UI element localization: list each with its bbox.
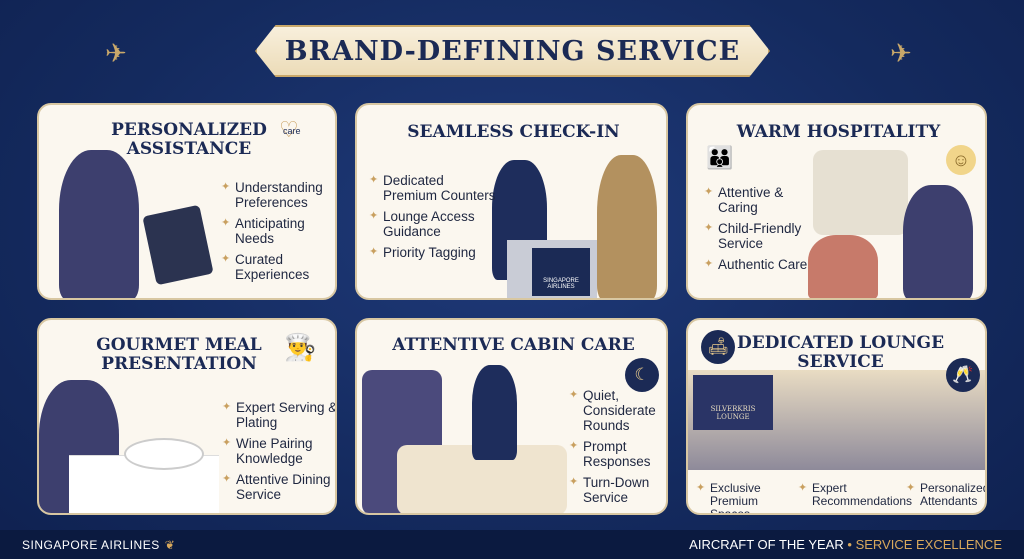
bullet-list: Understanding PreferencesAnticipating Ne… (221, 180, 335, 288)
bullet-list: Dedicated Premium CountersLounge Access … (369, 173, 499, 266)
logo-text: SINGAPORE AIRLINES (22, 537, 160, 552)
bullet: Attentive Dining Service (222, 472, 335, 502)
bullet: Authentic Care (704, 257, 814, 272)
card-personalized-assistance: PERSONALIZED ASSISTANCE ♡care Understand… (37, 103, 337, 300)
smiley-icon: ☺ (946, 145, 976, 175)
care-badge: care (283, 126, 301, 136)
bullet: Lounge Access Guidance (369, 209, 499, 239)
card-title: ATTENTIVE CABIN CARE (392, 335, 635, 355)
bullet: Prompt Responses (569, 439, 666, 469)
card-seamless-check-in: SEAMLESS CHECK-IN Dedicated Premium Coun… (355, 103, 668, 300)
sofa-icon: 🛋 (701, 330, 735, 364)
bullet: Dedicated Premium Counters (369, 173, 499, 203)
family-icon: 👪 (706, 145, 734, 170)
family-illustration (808, 235, 878, 298)
bullet: Priority Tagging (369, 245, 499, 260)
airline-logo: SINGAPORE AIRLINES ❦ (22, 538, 175, 552)
card-title: SEAMLESS CHECK-IN (407, 122, 620, 142)
tagline-right: SERVICE EXCELLENCE (855, 537, 1002, 552)
tablet-illustration (142, 204, 214, 286)
airplane-icon: ✈ (890, 38, 912, 68)
card-title: DEDICATED LOUNGE SERVICE (736, 333, 945, 372)
card-cabin-care: ATTENTIVE CABIN CARE ☾ Quiet, Considerat… (355, 318, 668, 515)
bullet: Turn-Down Service (569, 475, 666, 505)
card-warm-hospitality: WARM HOSPITALITY 👪 ☺ Attentive & CaringC… (686, 103, 987, 300)
bullet: Personalized Attendants (906, 482, 985, 508)
tagline: AIRCRAFT OF THE YEAR • SERVICE EXCELLENC… (689, 537, 1002, 552)
tagline-separator: • (847, 537, 852, 552)
bullet-list: Attentive & CaringChild-Friendly Service… (704, 185, 814, 278)
bullet-list: Exclusive Premium Spaces (696, 482, 791, 514)
card-title: WARM HOSPITALITY (736, 122, 941, 142)
bullet: Understanding Preferences (221, 180, 335, 210)
attendant-illustration (903, 185, 973, 298)
bullet-list: Quiet, Considerate RoundsPrompt Response… (569, 388, 666, 511)
passenger-illustration (597, 155, 657, 298)
bullet-list: Expert Recommendations (798, 482, 912, 513)
cabin-window-illustration (813, 150, 908, 235)
moon-icon: ☾ (625, 358, 659, 392)
chef-icon: 👨‍🍳 (284, 332, 317, 362)
card-gourmet-meal: GOURMET MEAL PRESENTATION 👨‍🍳 Expert Ser… (37, 318, 337, 515)
bullet: Expert Serving & Plating (222, 400, 335, 430)
page-title: BRAND-DEFINING SERVICE (284, 35, 741, 67)
card-title: GOURMET MEAL PRESENTATION (96, 335, 262, 374)
attendant-illustration (472, 365, 517, 460)
lounge-illustration: SILVERKRIS LOUNGE (688, 370, 985, 470)
bullet: Exclusive Premium Spaces (696, 482, 791, 514)
card-lounge-service: SILVERKRIS LOUNGE 🛋 DEDICATED LOUNGE SER… (686, 318, 987, 515)
bullet: Expert Recommendations (798, 482, 912, 508)
bullet: Anticipating Needs (221, 216, 335, 246)
title-banner: BRAND-DEFINING SERVICE (255, 25, 770, 77)
bullet-list: Expert Serving & PlatingWine Pairing Kno… (222, 400, 335, 508)
bullet: Quiet, Considerate Rounds (569, 388, 666, 433)
counter-sign: SINGAPORE AIRLINES (532, 248, 590, 296)
plate-illustration (124, 438, 204, 470)
bullet: Wine Pairing Knowledge (222, 436, 335, 466)
tagline-left: AIRCRAFT OF THE YEAR (689, 537, 844, 552)
bullet-list: Personalized Attendants (906, 482, 985, 513)
bullet: Attentive & Caring (704, 185, 814, 215)
lounge-sign: SILVERKRIS LOUNGE (693, 375, 773, 430)
counter-illustration: SINGAPORE AIRLINES (507, 240, 597, 298)
card-title: PERSONALIZED ASSISTANCE (111, 120, 267, 159)
bird-logo-icon: ❦ (164, 537, 176, 552)
attendant-illustration (59, 150, 139, 298)
airplane-icon: ✈ (105, 38, 127, 68)
champagne-glass-icon: 🥂 (946, 358, 980, 392)
footer: SINGAPORE AIRLINES ❦ AIRCRAFT OF THE YEAR… (0, 530, 1024, 559)
bullet: Curated Experiences (221, 252, 335, 282)
heart-hand-icon: ♡care (279, 117, 301, 142)
bullet: Child-Friendly Service (704, 221, 814, 251)
